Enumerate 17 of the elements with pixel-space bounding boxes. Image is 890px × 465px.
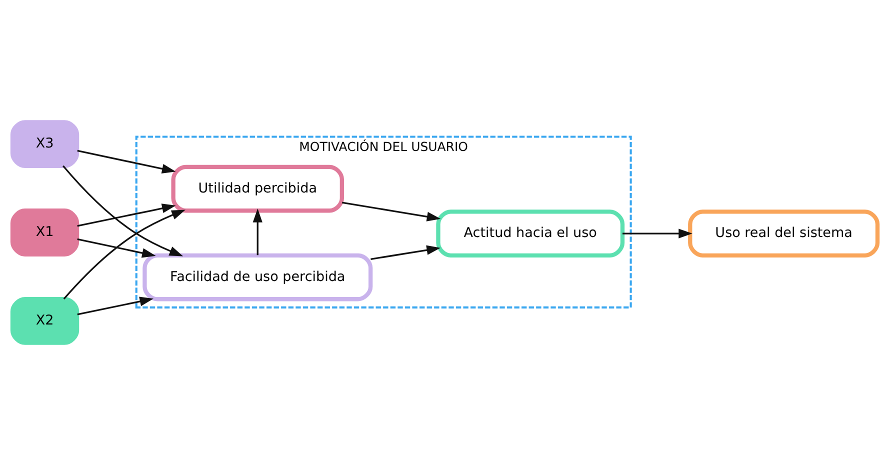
node-box: Facilidad de uso percibida	[142, 253, 373, 302]
node-box: X1	[10, 208, 80, 256]
arrow	[62, 165, 184, 256]
node-box: Actitud hacia el uso	[436, 210, 625, 258]
node-box: X3	[10, 120, 80, 168]
arrow	[342, 202, 441, 222]
arrow	[77, 204, 176, 227]
arrow	[77, 296, 154, 316]
node-box: X2	[10, 297, 80, 345]
arrow	[63, 210, 186, 300]
node-box: Utilidad percibida	[171, 164, 344, 213]
arrow	[77, 150, 176, 174]
arrow	[622, 228, 692, 238]
arrow	[77, 238, 156, 258]
node-box: Uso real del sistema	[688, 210, 880, 258]
arrow	[370, 245, 440, 260]
arrow	[252, 208, 262, 256]
